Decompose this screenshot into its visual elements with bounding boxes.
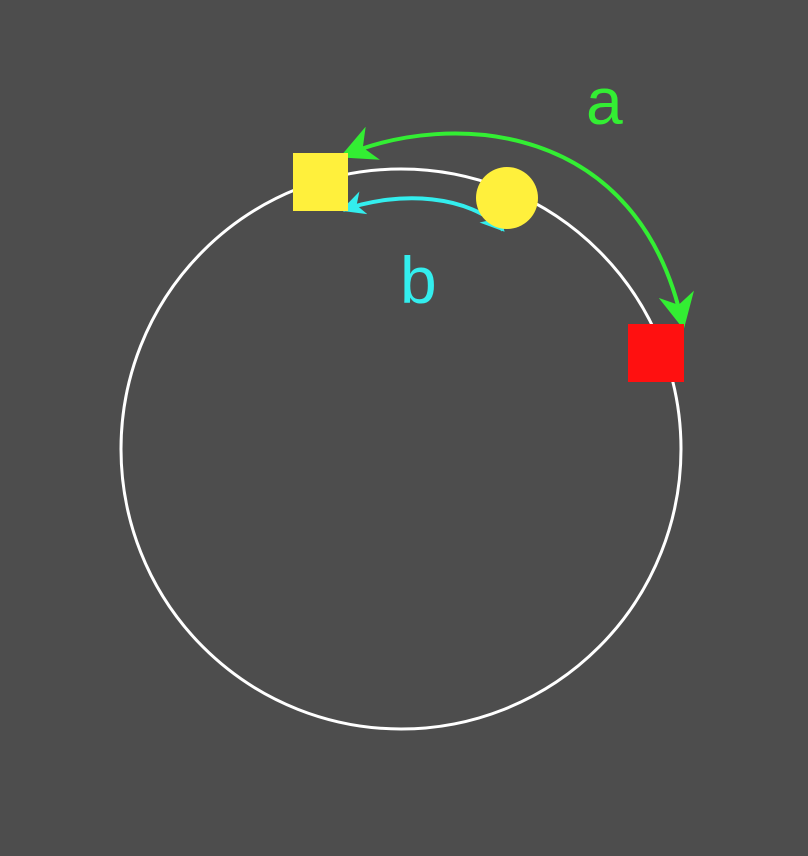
label-b: b (400, 243, 437, 317)
label-a: a (586, 64, 623, 138)
arrow-a (339, 126, 694, 330)
yellow-square (293, 153, 348, 211)
yellow-circle (476, 167, 538, 229)
red-square (628, 324, 684, 382)
